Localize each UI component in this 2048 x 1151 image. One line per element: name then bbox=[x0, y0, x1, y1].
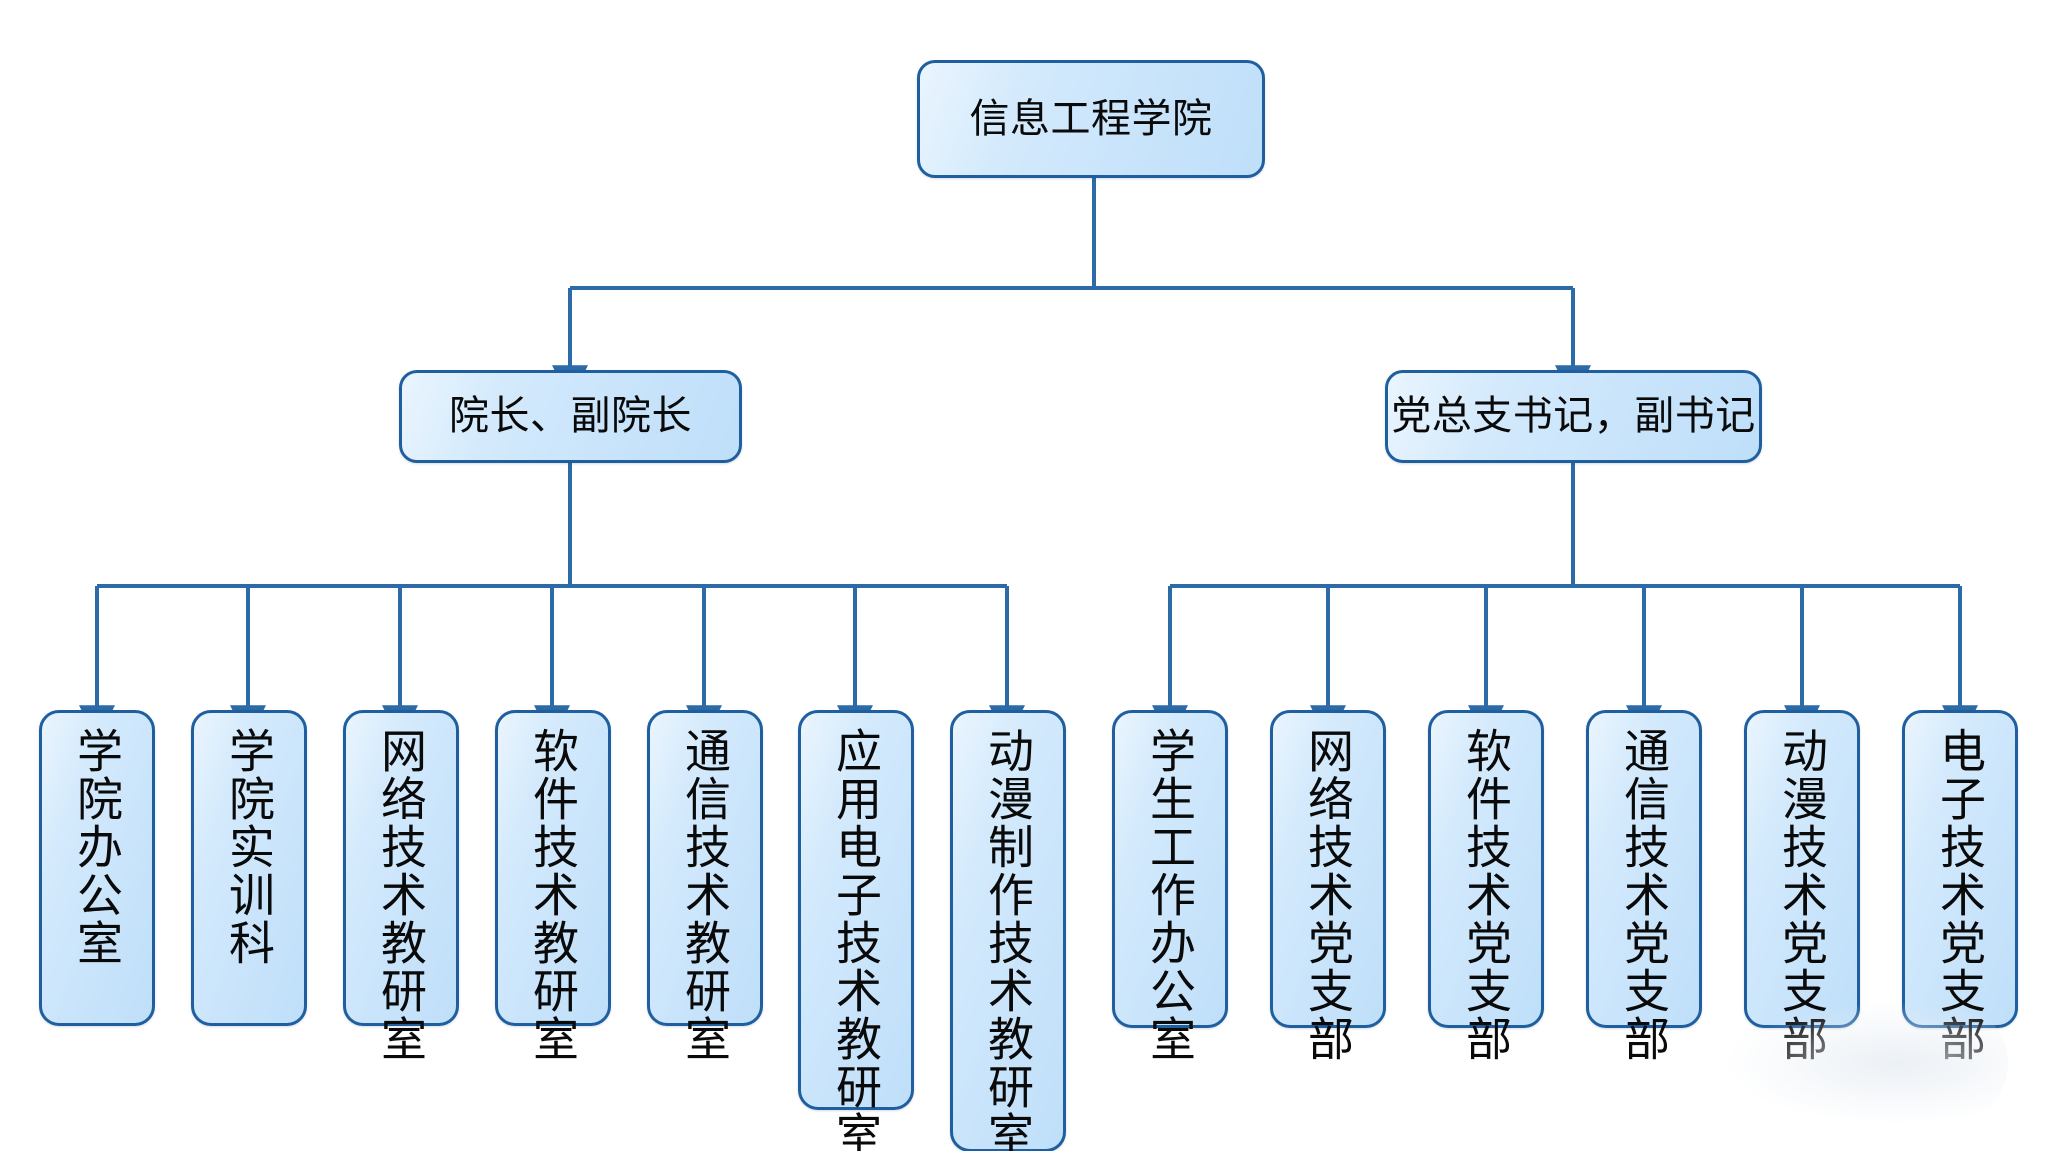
node-leaf-academic-6[interactable]: 应用电子技术教研室 bbox=[798, 710, 914, 1151]
node-leaf-party-1-label: 学生工作办公室 bbox=[1144, 727, 1196, 1063]
node-leaf-academic-4[interactable]: 软件技术教研室 bbox=[495, 710, 611, 1063]
node-leaf-party-3[interactable]: 软件技术党支部 bbox=[1428, 710, 1544, 1063]
node-leaf-party-6[interactable]: 电子技术党支部 bbox=[1902, 710, 2018, 1063]
node-leaf-academic-3[interactable]: 网络技术教研室 bbox=[343, 710, 459, 1063]
node-academic-head-label: 院长、副院长 bbox=[449, 394, 692, 439]
node-leaf-academic-5-label: 通信技术教研室 bbox=[679, 727, 731, 1063]
node-leaf-party-5[interactable]: 动漫技术党支部 bbox=[1744, 710, 1860, 1063]
node-leaf-academic-7[interactable]: 动漫制作技术教研室 bbox=[950, 710, 1066, 1151]
node-root[interactable]: 信息工程学院 bbox=[917, 60, 1265, 178]
node-leaf-academic-5[interactable]: 通信技术教研室 bbox=[647, 710, 763, 1063]
node-leaf-party-6-label: 电子技术党支部 bbox=[1934, 727, 1986, 1063]
node-leaf-party-1[interactable]: 学生工作办公室 bbox=[1112, 710, 1228, 1063]
node-leaf-academic-3-label: 网络技术教研室 bbox=[375, 727, 427, 1063]
node-leaf-academic-2[interactable]: 学院实训科 bbox=[191, 710, 307, 1026]
node-leaf-party-3-label: 软件技术党支部 bbox=[1460, 727, 1512, 1063]
node-party-head[interactable]: 党总支书记，副书记 bbox=[1385, 370, 1762, 463]
node-academic-head[interactable]: 院长、副院长 bbox=[399, 370, 742, 463]
node-leaf-academic-6-label: 应用电子技术教研室 bbox=[830, 727, 882, 1151]
node-leaf-academic-1-label: 学院办公室 bbox=[71, 727, 123, 967]
node-leaf-party-4-label: 通信技术党支部 bbox=[1618, 727, 1670, 1063]
node-leaf-academic-4-label: 软件技术教研室 bbox=[527, 727, 579, 1063]
node-leaf-academic-2-label: 学院实训科 bbox=[223, 727, 275, 967]
node-leaf-party-2[interactable]: 网络技术党支部 bbox=[1270, 710, 1386, 1063]
node-party-head-label: 党总支书记，副书记 bbox=[1391, 394, 1756, 439]
node-root-label: 信息工程学院 bbox=[969, 96, 1213, 141]
node-leaf-academic-1[interactable]: 学院办公室 bbox=[39, 710, 155, 1026]
node-leaf-party-5-label: 动漫技术党支部 bbox=[1776, 727, 1828, 1063]
node-leaf-party-2-label: 网络技术党支部 bbox=[1302, 727, 1354, 1063]
node-leaf-party-4[interactable]: 通信技术党支部 bbox=[1586, 710, 1702, 1063]
node-leaf-academic-7-label: 动漫制作技术教研室 bbox=[982, 727, 1034, 1151]
